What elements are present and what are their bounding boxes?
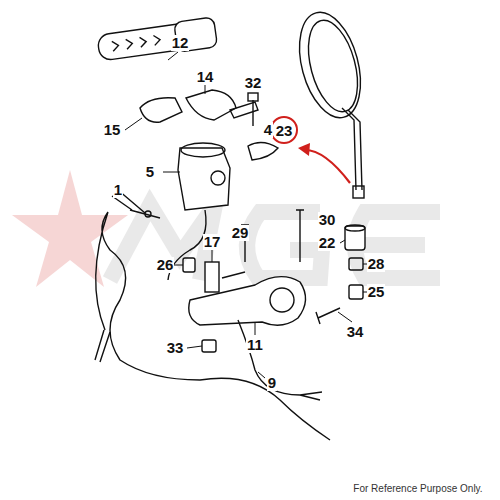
callout-number: 22 [318, 235, 337, 251]
callout-number: 17 [203, 234, 222, 250]
callout-number: 4 [263, 122, 273, 138]
callout-number: 25 [367, 284, 386, 300]
callout-number: 30 [318, 212, 337, 228]
callout-number: 32 [244, 75, 263, 91]
callout-number: 34 [346, 324, 365, 340]
callout-number: 9 [267, 375, 277, 391]
callout-number: 12 [171, 35, 190, 51]
callout-number: 28 [367, 256, 386, 272]
leader-lines [125, 52, 370, 378]
callout-number: 14 [196, 69, 215, 85]
callout-number: 15 [103, 122, 122, 138]
callout-number: 23 [276, 122, 293, 139]
callout-number: 1 [113, 182, 123, 198]
callout-number: 5 [145, 164, 155, 180]
callout-circle: 23 [270, 116, 298, 144]
callout-number: 33 [166, 340, 185, 356]
footer-note: For Reference Purpose Only. [352, 481, 483, 497]
callout-number: 11 [246, 337, 264, 353]
highlight-arrow [298, 143, 350, 183]
callout-number: 26 [156, 257, 175, 273]
callout-number: 29 [231, 225, 250, 241]
